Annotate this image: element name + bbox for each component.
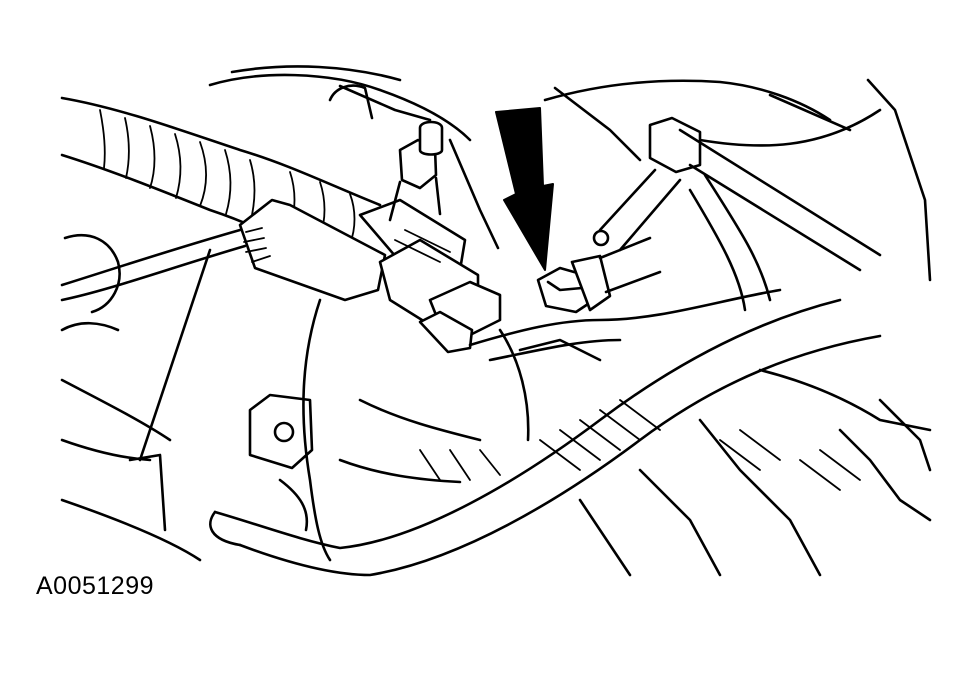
electrical-connector [238,198,502,354]
lower-right-structure [539,368,932,577]
figure-code: A0051299 [36,572,155,600]
arrow-down-icon [495,107,554,271]
engine-block [248,298,602,562]
sensor-wire [60,228,247,302]
wiring-harness [60,96,382,245]
target-nut [536,236,662,314]
coolant-hose [209,288,882,577]
lower-left-housing [60,233,212,562]
mounting-stud [388,120,444,222]
bracket-tube [592,116,882,312]
engine-cover-contours [208,65,932,282]
